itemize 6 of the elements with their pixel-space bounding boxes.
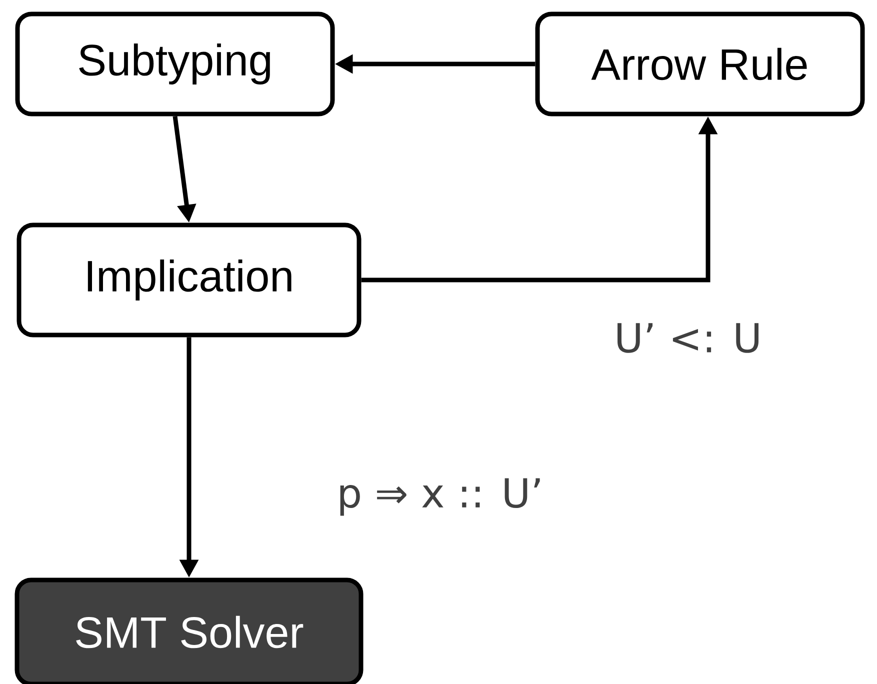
edge-label: U’ <: U xyxy=(618,323,758,353)
process-box: Implication xyxy=(16,222,362,338)
process-box: Subtyping xyxy=(15,12,335,116)
process-box: Arrow Rule xyxy=(535,12,865,116)
process-box: SMT Solver xyxy=(14,578,364,684)
edge-label: p ⇒ x :: U’ xyxy=(340,478,540,516)
